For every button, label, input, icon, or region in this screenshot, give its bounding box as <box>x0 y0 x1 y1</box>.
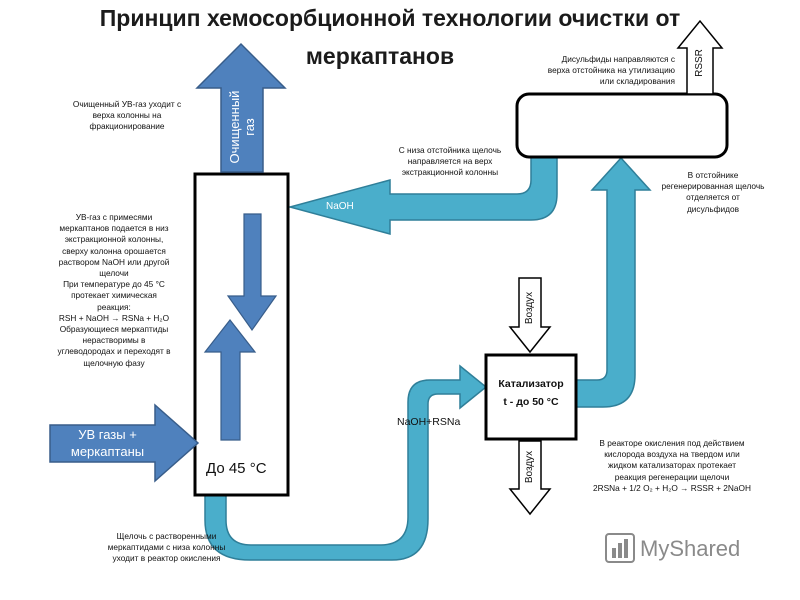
page-title-line2: меркаптанов <box>305 43 455 69</box>
note-feed-description: УВ-газ с примесями меркаптанов подается … <box>57 212 171 368</box>
feed-gas-label-line1: УВ газы + <box>78 427 137 442</box>
naoh-pipe-label: NaOH <box>326 201 354 212</box>
reactor-box <box>484 353 578 441</box>
column-temp-label: До 45 °С <box>206 460 267 477</box>
purified-gas-arrow <box>195 42 287 173</box>
purified-gas-label: Очищенный газ <box>227 90 257 164</box>
rssr-arrow <box>676 19 724 95</box>
note-reactor-description: В реакторе окисления под действием кисло… <box>593 438 751 493</box>
air-out-label: Воздух <box>524 450 535 484</box>
air-in-label: Воздух <box>524 291 535 325</box>
air-in-arrow <box>508 277 552 354</box>
feed-gas-arrow <box>49 403 200 483</box>
alkali-down-arrow <box>226 213 278 332</box>
pipe-naoh-return <box>287 155 558 235</box>
rssr-label: RSSR <box>694 49 705 77</box>
pipe-alkali-to-reactor <box>204 364 488 561</box>
catalyst-label-line1: Катализатор <box>498 378 564 390</box>
air-out-arrow <box>508 440 552 516</box>
feed-gas-label-line2: меркаптаны <box>70 444 145 459</box>
settler-vessel <box>515 92 729 159</box>
page-title-line1: Принцип хемосорбционной технологии очист… <box>99 5 681 31</box>
catalyst-label-line2: t - до 50 °С <box>503 396 559 408</box>
pipe-reactor-to-settler <box>575 156 652 408</box>
naoh-rsna-label: NaOH+RSNa <box>397 416 461 428</box>
myshared-logo-icon <box>605 533 635 563</box>
myshared-logo-text: MyShared <box>640 536 741 561</box>
gas-up-arrow <box>203 319 257 441</box>
